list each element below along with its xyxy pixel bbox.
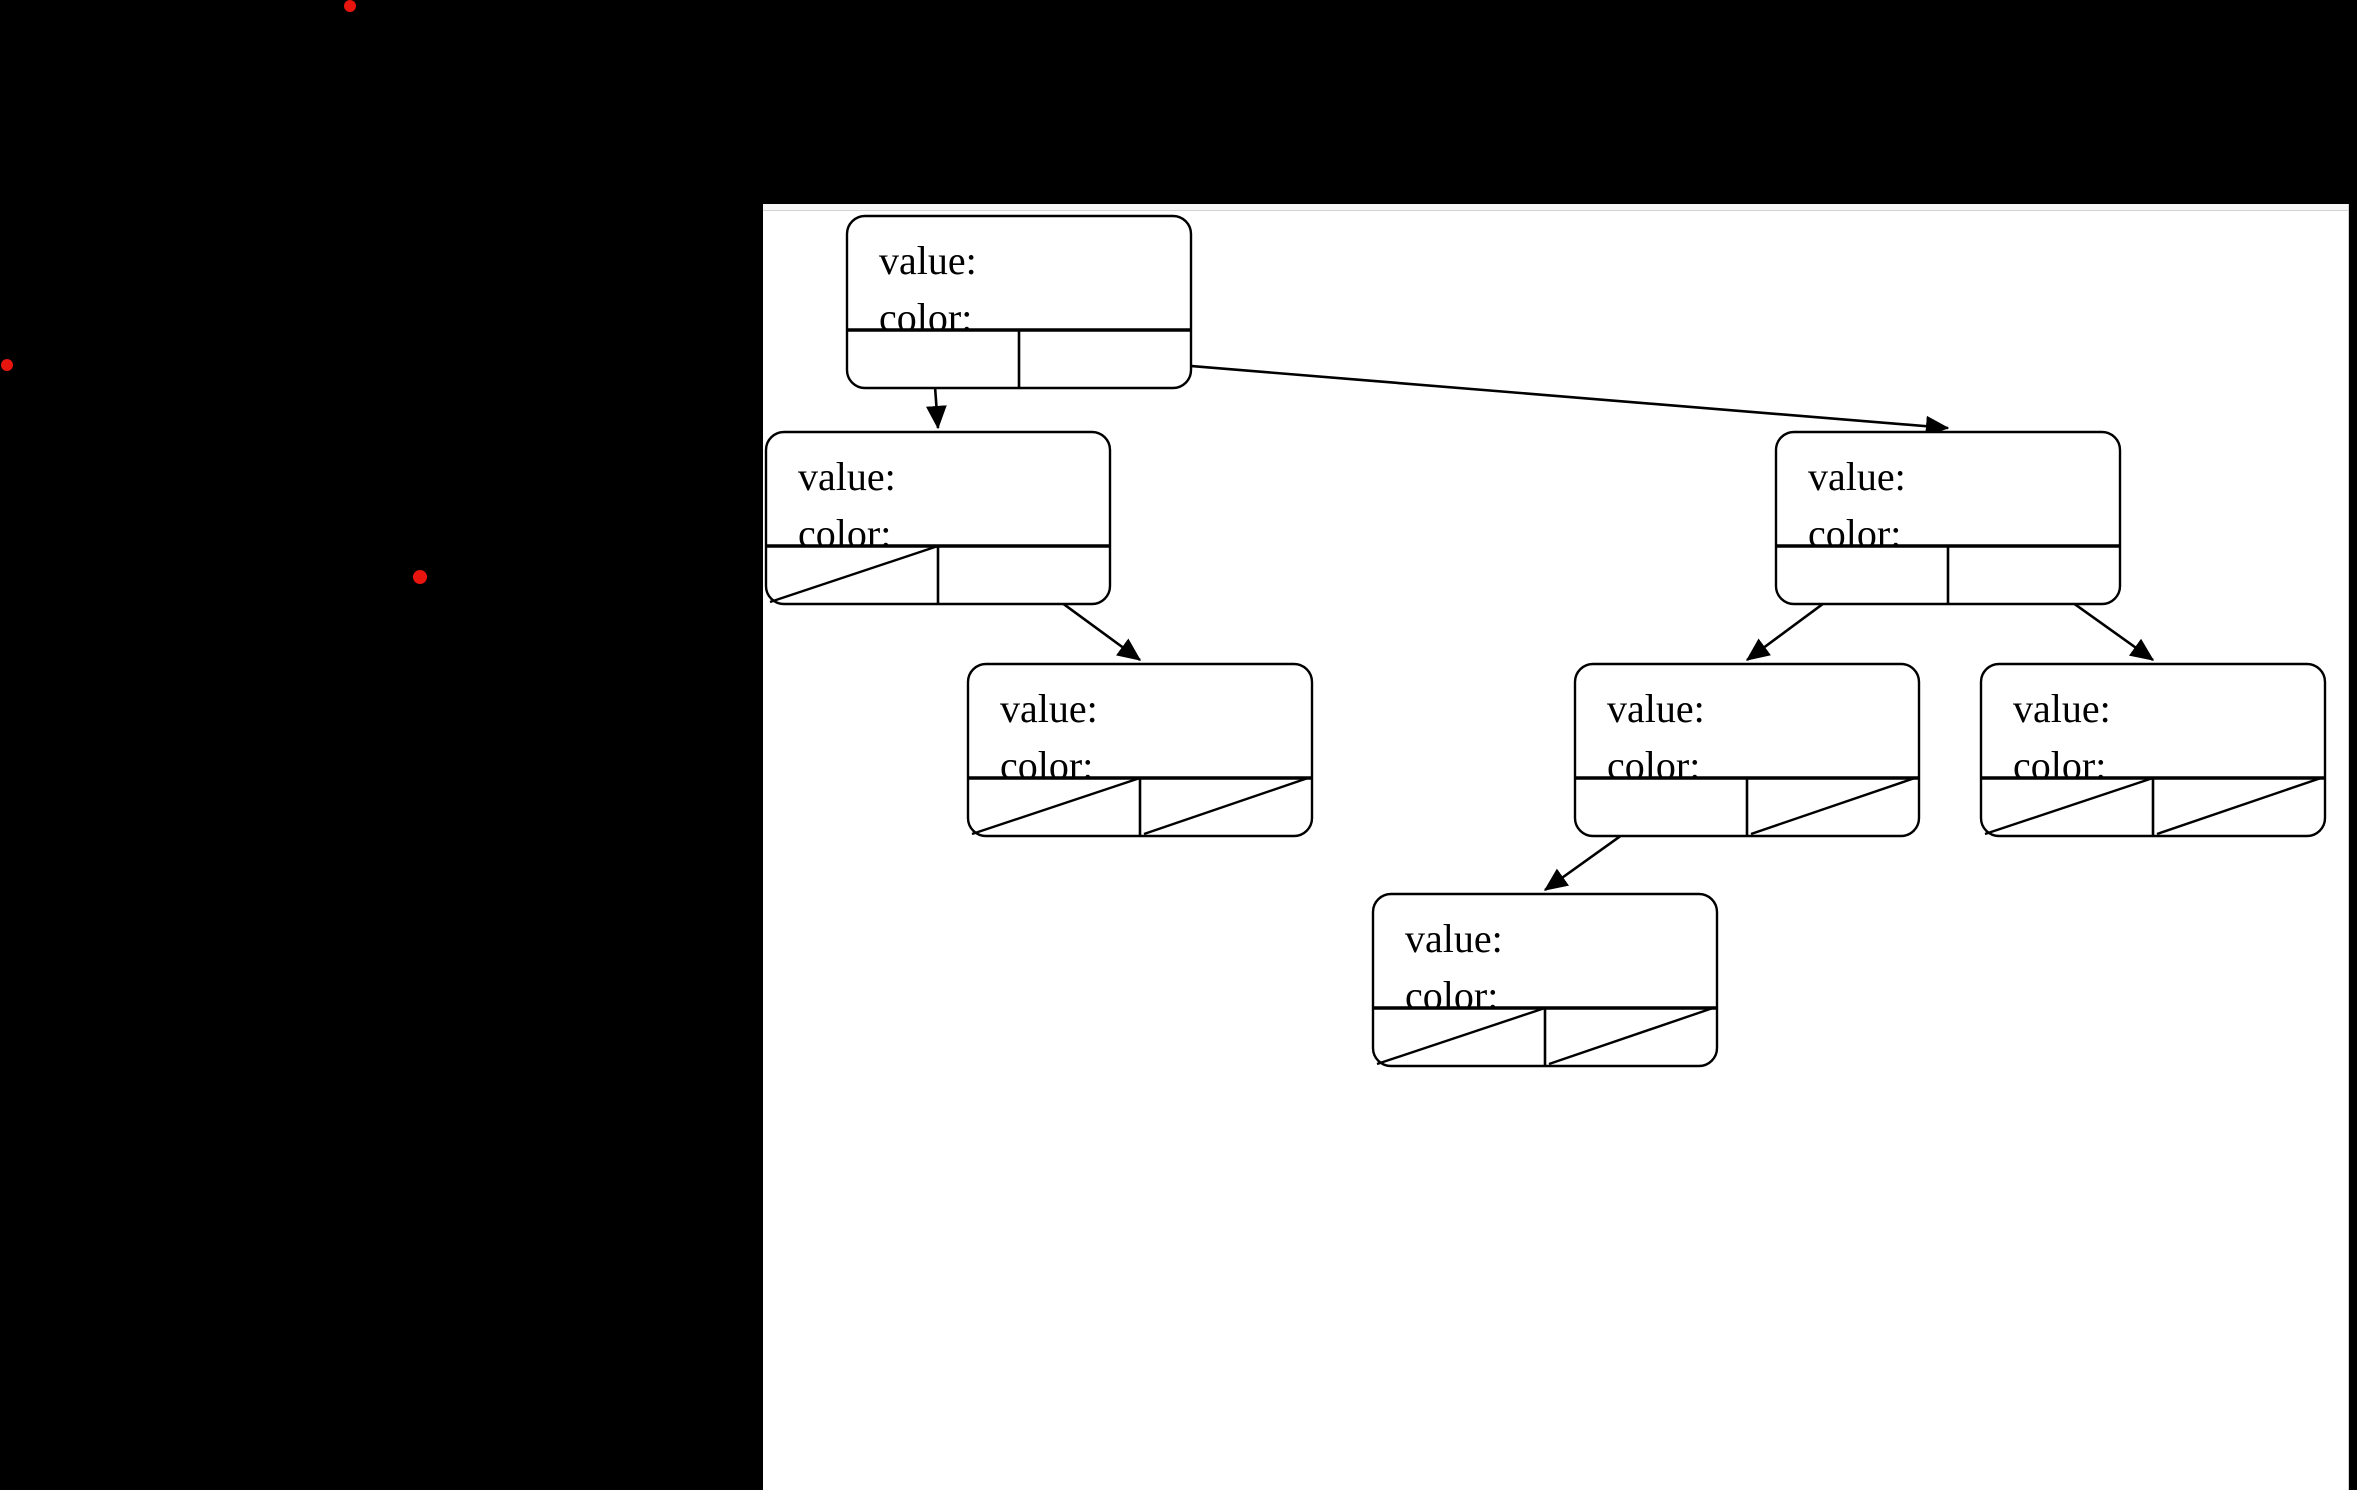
tree-node-right-left-left[interactable]: value: color: [1371,892,1719,1068]
tree-node-right-left-value-label: value: [1607,686,1705,731]
tree-node-right-right-right-null-slash [2156,776,2322,836]
tree-node-left[interactable]: value: color: [764,430,1112,606]
tree-node-left-color-label: color: [798,511,891,556]
panel-top-strip [763,204,2349,211]
tree-node-right-right-color-label: color: [2013,743,2106,788]
panel-right-rule [2348,204,2349,1490]
tree-node-right-color-label: color: [1808,511,1901,556]
tree-node-left-right-value-label: value: [1000,686,1098,731]
tree-node-right-left-right-null-slash [1750,776,1916,836]
tree-node-left-left-null-slash [769,544,939,604]
tree-node-right-right-value-label: value: [2013,686,2111,731]
red-dot-top [344,0,356,12]
tree-node-root-value-label: value: [879,238,977,283]
tree-node-right-left-left-color-label: color: [1405,973,1498,1018]
tree-node-right-right[interactable]: value: color: [1979,662,2327,838]
red-dot-left [1,359,13,371]
tree-node-left-right[interactable]: value: color: [966,662,1314,838]
tree-node-right-left-color-label: color: [1607,743,1700,788]
tree-node-right-left-left-left-null-slash [1376,1006,1546,1066]
tree-node-root[interactable]: value: color: [845,214,1193,390]
tree-node-left-value-label: value: [798,454,896,499]
tree-node-right-left[interactable]: value: color: [1573,662,1921,838]
tree-node-left-right-left-null-slash [971,776,1141,836]
diagram-document-panel[interactable]: value:color:value:color:value:color:valu… [763,204,2349,1490]
tree-node-right-left-left-right-null-slash [1548,1006,1714,1066]
tree-node-root-color-label: color: [879,295,972,340]
tree-node-right-left-left-value-label: value: [1405,916,1503,961]
tree-node-right[interactable]: value: color: [1774,430,2122,606]
tree-node-right-value-label: value: [1808,454,1906,499]
edge-root-to-right [1118,358,1950,437]
binary-tree-diagram: value:color:value:color:value:color:valu… [764,214,2327,1068]
tree-node-left-right-right-null-slash [1143,776,1309,836]
tree-node-left-right-color-label: color: [1000,743,1093,788]
tree-nodes-layer: value:color:value:color:value:color:valu… [764,214,2327,1068]
tree-node-right-right-left-null-slash [1984,776,2154,836]
red-dot-middle [413,570,427,584]
